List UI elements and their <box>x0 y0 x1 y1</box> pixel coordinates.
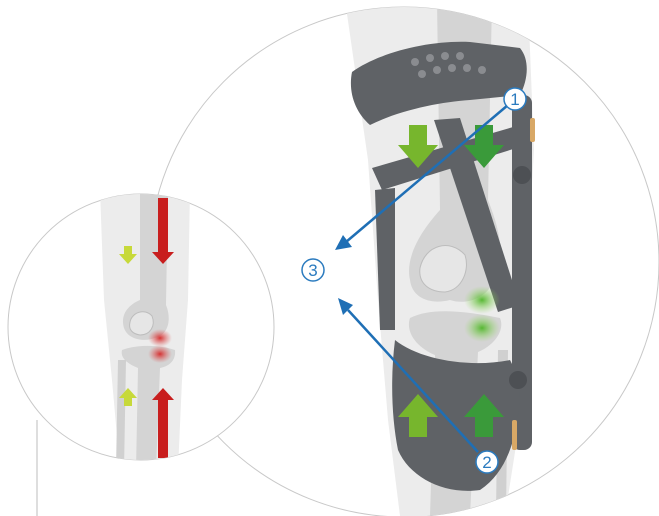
unbraced-view <box>8 190 274 516</box>
small-femur-condyle <box>130 312 154 335</box>
callout-1-label: 1 <box>510 90 519 109</box>
callout-3-label: 3 <box>308 261 317 280</box>
callout-1: 1 <box>504 88 526 110</box>
callout-2-label: 2 <box>482 453 491 472</box>
callout-2: 2 <box>476 451 498 473</box>
callout-3: 3 <box>302 259 324 281</box>
